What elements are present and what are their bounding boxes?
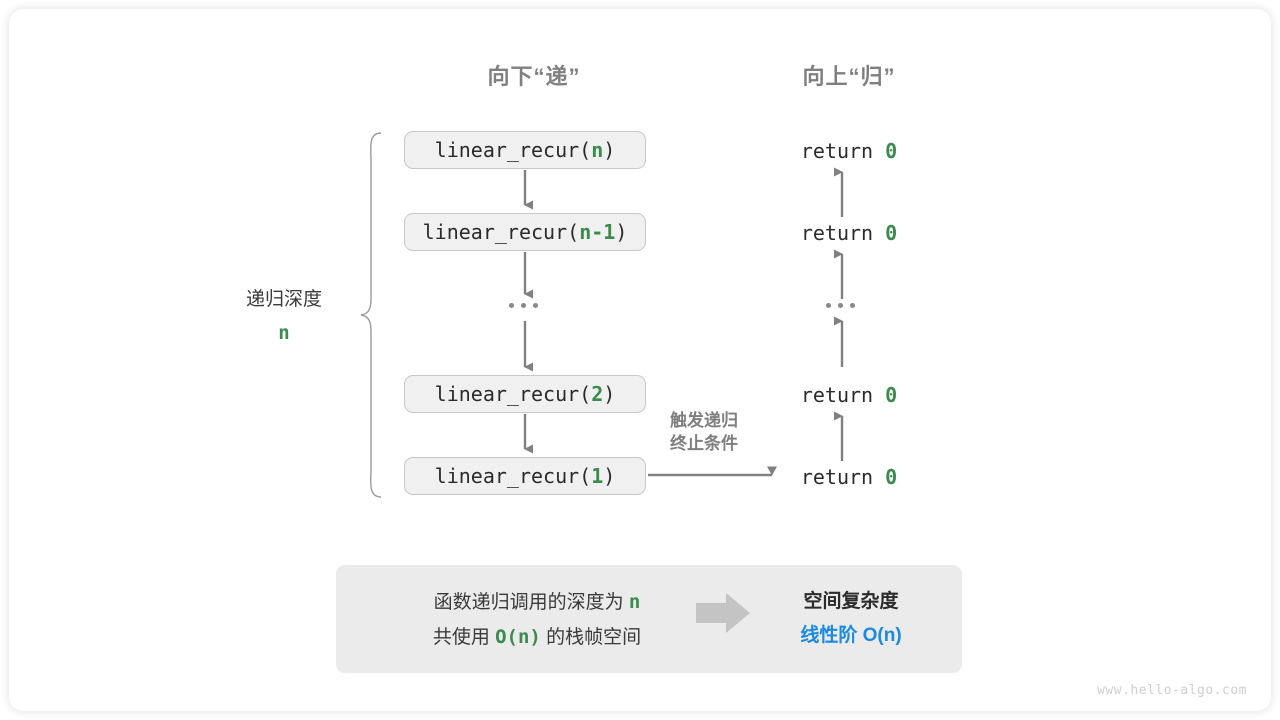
call-frame-arg: 1 [591, 464, 604, 488]
call-frame-box: linear_recur(n) [404, 131, 646, 169]
call-frame-suffix: ) [603, 382, 616, 406]
termination-condition-note: 触发递归 终止条件 [604, 409, 804, 455]
return-value: 0 [885, 221, 898, 245]
recursion-depth-label: 递归深度 n [194, 284, 374, 344]
call-frame-prefix: linear_recur( [434, 382, 592, 406]
note-line-2: 终止条件 [670, 434, 738, 453]
return-statement: return 0 [709, 383, 989, 407]
return-keyword: return [800, 139, 874, 163]
call-frame-box: linear_recur(2) [404, 375, 646, 413]
summary-line-2-var: O(n) [495, 626, 541, 648]
summary-description: 函数递归调用的深度为 n 共使用 O(n) 的栈帧空间 [362, 585, 712, 655]
call-frame-arg: n [591, 138, 604, 162]
complexity-value: 线性阶 O(n) [800, 625, 902, 646]
note-line-1: 触发递归 [670, 411, 738, 430]
return-value: 0 [885, 139, 898, 163]
summary-line-1: 函数递归调用的深度为 n [362, 585, 712, 620]
return-statement: return 0 [709, 221, 989, 245]
return-keyword: return [800, 383, 874, 407]
diagram-card: 向下“递” 向上“归” 递归深度 n linear_recur(n) linea… [9, 9, 1271, 711]
call-frame-prefix: linear_recur( [434, 464, 592, 488]
call-frame-arg: 2 [591, 382, 604, 406]
call-frame-box: linear_recur(1) [404, 457, 646, 495]
return-statement: return 0 [709, 139, 989, 163]
summary-panel: 函数递归调用的深度为 n 共使用 O(n) 的栈帧空间 空间复杂度 线性阶 O(… [336, 565, 962, 673]
ellipsis-icon [826, 303, 855, 308]
complexity-result: 空间复杂度 线性阶 O(n) [766, 585, 936, 653]
return-keyword: return [800, 465, 874, 489]
call-frame-arg: n-1 [579, 220, 616, 244]
complexity-title: 空间复杂度 [803, 591, 899, 612]
call-frame-prefix: linear_recur( [422, 220, 580, 244]
return-statement: return 0 [709, 465, 989, 489]
call-frame-suffix: ) [603, 138, 616, 162]
ellipsis-icon [509, 303, 538, 308]
return-value: 0 [885, 465, 898, 489]
call-frame-prefix: linear_recur( [434, 138, 592, 162]
summary-line-1-text: 函数递归调用的深度为 [433, 592, 624, 613]
recursion-depth-text: 递归深度 [245, 289, 322, 310]
call-frame-suffix: ) [603, 464, 616, 488]
return-value: 0 [885, 383, 898, 407]
summary-line-2-pre: 共使用 [432, 627, 490, 648]
summary-line-2: 共使用 O(n) 的栈帧空间 [362, 620, 712, 655]
summary-line-2-post: 的栈帧空间 [546, 627, 642, 648]
heading-downward-recursion: 向下“递” [487, 64, 581, 89]
call-frame-suffix: ) [615, 220, 628, 244]
return-keyword: return [800, 221, 874, 245]
summary-line-1-var: n [628, 591, 641, 613]
site-watermark: www.hello-algo.com [1097, 683, 1247, 698]
heading-upward-return: 向上“归” [802, 64, 896, 89]
call-frame-box: linear_recur(n-1) [404, 213, 646, 251]
recursion-depth-value: n [278, 322, 290, 344]
